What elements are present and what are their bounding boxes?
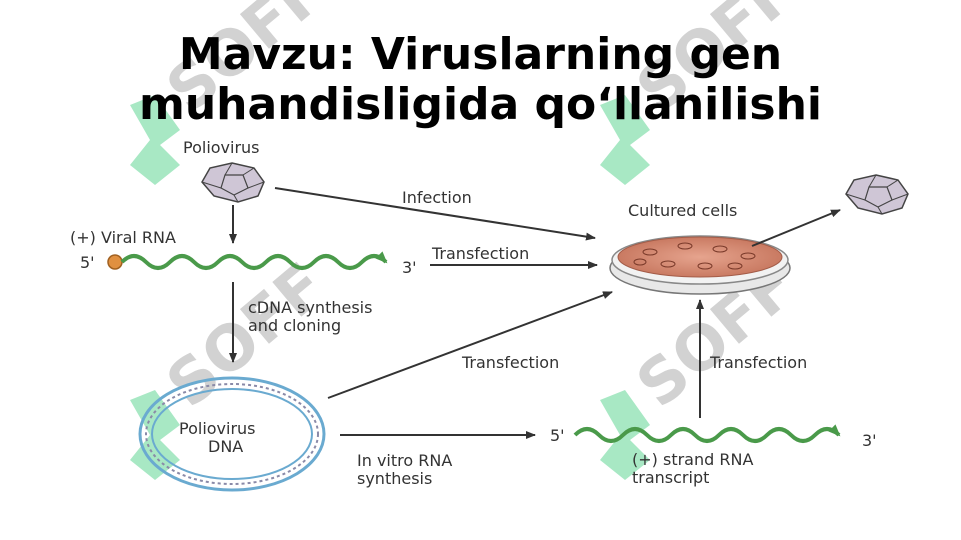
viral-rna-5prime: 5' xyxy=(80,253,95,272)
infection-label: Infection xyxy=(402,188,472,207)
cdna-label-line2: and cloning xyxy=(248,316,341,335)
cdna-label-line1: cDNA synthesis xyxy=(248,298,372,317)
poliovirus-dna-line2: DNA xyxy=(208,437,243,456)
viral-rna-label: (+) Viral RNA xyxy=(70,228,176,247)
transfection-label-1: Transfection xyxy=(431,244,529,263)
title-line-2: muhandisligida qo‘llanilishi xyxy=(139,79,822,130)
vpg-cap-icon xyxy=(107,254,123,270)
title-line-1: Mavzu: Viruslarning gen xyxy=(178,29,783,80)
transcript-label-line1: (+) strand RNA xyxy=(632,450,753,469)
culture-dish-icon xyxy=(609,235,791,295)
transfection-label-3: Transfection xyxy=(709,353,807,372)
progeny-virus-icon xyxy=(845,174,909,215)
transcript-3prime: 3' xyxy=(862,431,877,450)
poliovirus-dna-line1: Poliovirus xyxy=(179,419,256,438)
transfection-label-2: Transfection xyxy=(461,353,559,372)
in-vitro-line2: synthesis xyxy=(357,469,432,488)
transcript-rna-strand xyxy=(573,424,841,443)
viral-rna-strand xyxy=(120,251,388,270)
poliovirus-label: Poliovirus xyxy=(183,138,260,157)
cultured-cells-label: Cultured cells xyxy=(628,201,737,220)
infection-arrow xyxy=(274,187,596,241)
dna-transfection-arrow xyxy=(327,291,613,399)
transcript-label-line2: transcript xyxy=(632,468,709,487)
viral-rna-3prime: 3' xyxy=(402,258,417,277)
transcript-5prime: 5' xyxy=(550,426,565,445)
slide-title: Mavzu: Viruslarning gen muhandisligida q… xyxy=(0,30,961,130)
in-vitro-line1: In vitro RNA xyxy=(357,451,452,470)
dish-to-virus-arrow xyxy=(751,209,841,247)
plasmid-dna-icon xyxy=(138,376,326,492)
poliovirus-particle-icon xyxy=(201,162,265,203)
